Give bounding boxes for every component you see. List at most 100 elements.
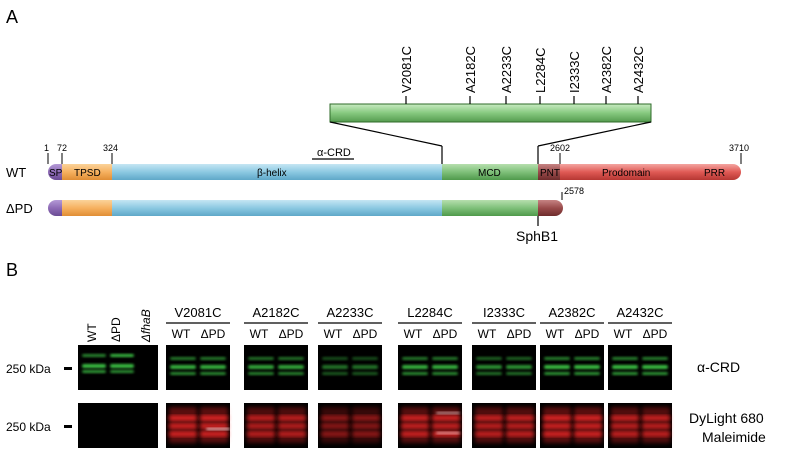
mutant-label-l2284c: L2284C — [533, 47, 548, 93]
blot-band — [611, 424, 639, 428]
blot-band — [110, 370, 134, 373]
panel-a-label: A — [6, 7, 18, 27]
blot-band — [475, 424, 503, 428]
blot-band — [611, 416, 639, 420]
blot-band — [401, 424, 429, 428]
blot-band — [352, 365, 378, 369]
row2-label-line1: DyLight 680 — [689, 410, 764, 426]
blot-band — [169, 432, 197, 436]
mutant-label-i2333c: I2333C — [567, 51, 582, 93]
lane-wt: WT — [85, 323, 99, 342]
blot-band — [611, 432, 639, 436]
blot-band — [352, 372, 378, 375]
blot-band — [432, 416, 460, 420]
blot-band — [321, 424, 349, 428]
sub-label-dpd: ΔPD — [433, 327, 458, 341]
sub-label-wt: WT — [614, 327, 633, 341]
pos-1: 1 — [44, 143, 49, 153]
blot-band — [170, 357, 196, 360]
group-label-a2182c: A2182C — [253, 305, 300, 320]
sub-label-dpd: ΔPD — [201, 327, 226, 341]
row1-label: α-CRD — [697, 359, 740, 375]
blot-band — [82, 364, 106, 368]
blot-band — [642, 424, 670, 428]
blot-band — [248, 372, 274, 375]
blot-band — [278, 424, 306, 428]
blot-band — [432, 424, 460, 428]
sub-label-dpd: ΔPD — [575, 327, 600, 341]
blot-band — [432, 372, 458, 375]
blot-band — [169, 424, 197, 428]
blot-band — [278, 416, 306, 420]
blot-band — [169, 416, 197, 420]
blot-band — [574, 416, 602, 420]
group-label-l2284c: L2284C — [407, 305, 453, 320]
blot-band — [476, 372, 502, 375]
label-mcd: MCD — [478, 168, 501, 179]
group-label-a2432c: A2432C — [617, 305, 664, 320]
blot-band — [401, 432, 429, 436]
blot-band — [506, 357, 532, 360]
blot-band — [574, 357, 600, 360]
marker-top: 250 kDa — [6, 362, 51, 376]
blot-band — [432, 365, 458, 369]
blot-band — [322, 357, 348, 360]
blot-band — [352, 424, 380, 428]
blot-band — [402, 357, 428, 360]
blot-band — [200, 365, 226, 369]
blot-band — [612, 365, 638, 369]
group-label-a2233c: A2233C — [327, 305, 374, 320]
blot-band — [200, 432, 228, 436]
sub-label-wt: WT — [546, 327, 565, 341]
blot-band — [543, 432, 571, 436]
dpd-protein-bar — [48, 200, 563, 216]
blots — [78, 345, 672, 448]
pos-72: 72 — [57, 143, 67, 153]
blot-band — [401, 416, 429, 420]
blot-band — [278, 365, 304, 369]
blot-band — [322, 365, 348, 369]
wt-row-label: WT — [6, 165, 26, 180]
blot-band — [436, 412, 460, 414]
blot-band — [476, 365, 502, 369]
blot-band — [248, 357, 274, 360]
sub-label-wt: WT — [172, 327, 191, 341]
domain-sp — [48, 164, 62, 180]
blot-band — [475, 416, 503, 420]
blot-band — [506, 432, 534, 436]
blot-band — [247, 432, 275, 436]
blot-band — [436, 432, 460, 434]
blot-band — [200, 424, 228, 428]
mutant-label-a2432c: A2432C — [631, 46, 646, 93]
blot-band — [200, 416, 228, 420]
marker-top-dash — [64, 367, 72, 370]
blot-band — [612, 357, 638, 360]
marker-bottom-dash — [64, 425, 72, 428]
blot-band — [544, 372, 570, 375]
marker-bottom: 250 kDa — [6, 420, 51, 434]
blot-band — [574, 424, 602, 428]
blot-band — [642, 357, 668, 360]
label-prodomain: Prodomain — [602, 168, 650, 179]
label-tpsd: TPSD — [74, 168, 101, 179]
mutant-label-v2081c: V2081C — [399, 46, 414, 93]
blot-band — [506, 372, 532, 375]
single-lanes-red-blot — [78, 403, 158, 448]
zoom-line-left — [329, 121, 443, 147]
blot-band — [352, 416, 380, 420]
blot-band — [574, 365, 600, 369]
blot-band — [642, 432, 670, 436]
blot-band — [278, 432, 306, 436]
blot-band — [642, 365, 668, 369]
blot-band — [612, 372, 638, 375]
blot-band — [506, 365, 532, 369]
blot-band — [506, 424, 534, 428]
blot-band — [322, 372, 348, 375]
label-sp: SP — [49, 168, 63, 179]
sub-label-wt: WT — [324, 327, 343, 341]
lane-dpd: ΔPD — [109, 317, 123, 342]
blot-band — [170, 372, 196, 375]
blot-band — [543, 416, 571, 420]
blot-band — [247, 416, 275, 420]
